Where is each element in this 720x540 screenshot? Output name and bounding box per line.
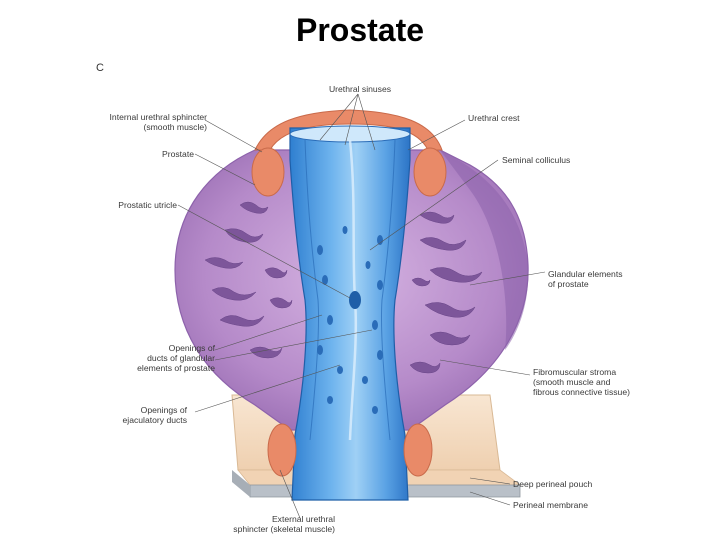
label-openings-ejaculatory-ducts: Openings of ejaculatory ducts: [95, 405, 187, 425]
label-internal-urethral-sphincter: Internal urethral sphincter (smooth musc…: [95, 112, 207, 132]
label-urethral-crest: Urethral crest: [468, 113, 558, 123]
label-prostatic-utricle: Prostatic utricle: [95, 200, 177, 210]
label-perineal-membrane: Perineal membrane: [513, 500, 623, 510]
label-seminal-colliculus: Seminal colliculus: [502, 155, 602, 165]
label-glandular-elements: Glandular elements of prostate: [548, 269, 648, 289]
label-fibromuscular-stroma: Fibromuscular stroma (smooth muscle and …: [533, 367, 663, 397]
label-deep-perineal-pouch: Deep perineal pouch: [513, 479, 623, 489]
label-openings-glandular-ducts: Openings of ducts of glandular elements …: [95, 343, 215, 373]
label-prostate: Prostate: [130, 149, 194, 159]
label-urethral-sinuses: Urethral sinuses: [320, 84, 400, 94]
urethra: [290, 126, 410, 500]
label-external-urethral-sphincter: External urethral sphincter (skeletal mu…: [205, 514, 335, 534]
